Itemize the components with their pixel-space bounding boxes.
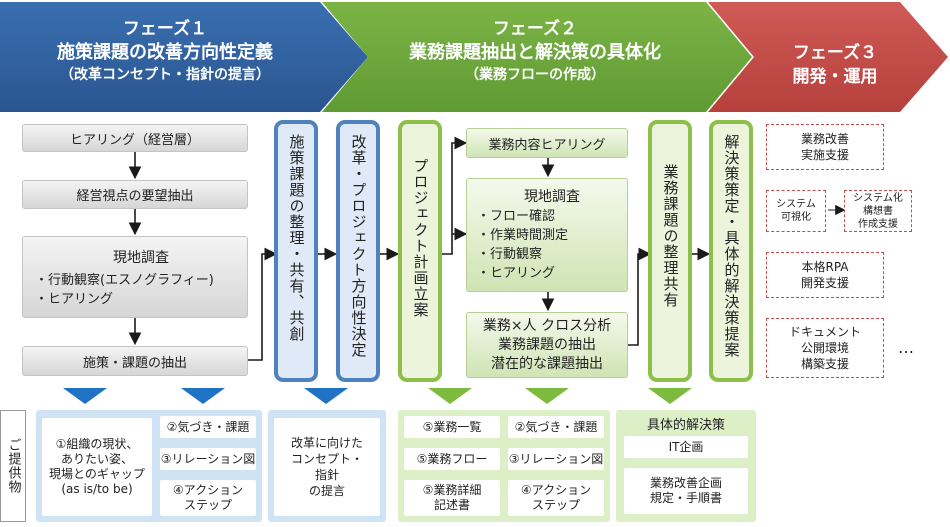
project-plan-bar: プロジェクト計画立案 — [398, 120, 442, 382]
item-line: ありたい姿、 — [60, 452, 133, 466]
system-visualization-box: システム 可視化 — [766, 190, 826, 232]
insight-issue-item: ②気づき・課題 — [508, 416, 604, 438]
action-step-item: ④アクション ステップ — [160, 480, 256, 516]
phase3-heading: フェーズ３ — [792, 43, 878, 63]
box-line: 公開環境 — [800, 341, 849, 355]
business-flow-item: ⑤業務フロー — [404, 448, 500, 470]
site-survey-item: ・ヒアリング — [35, 292, 114, 307]
cross-analysis-line: 潜在的な課題抽出 — [491, 355, 603, 372]
box-line: ドキュメント — [788, 325, 861, 339]
item-line: 規定・手順書 — [649, 491, 722, 505]
more-ellipsis: … — [898, 338, 914, 357]
solution-title: 具体的解決策 — [646, 418, 725, 433]
direction-decision-bar: 改革・プロジェクト方向性決定 — [336, 120, 380, 382]
down-arrow — [428, 388, 472, 404]
measures-sharing-bar: 施策課題の整理・共有、共創 — [274, 120, 318, 382]
cross-analysis-line: 業務×人 クロス分析 — [482, 317, 612, 334]
site-survey-item: ・行動観察 — [477, 246, 543, 262]
box-line: 開発支援 — [800, 276, 849, 290]
down-arrow — [304, 388, 348, 404]
phase2-arrow — [322, 2, 752, 112]
down-arrow — [63, 388, 107, 404]
insight-issue-item: ②気づき・課題 — [160, 416, 256, 438]
cross-analysis-line: 業務課題の抽出 — [498, 336, 596, 353]
box-line: システム化 — [853, 192, 903, 204]
phase3-arrow — [708, 2, 948, 112]
down-arrow — [525, 388, 569, 404]
measures-issues-box: 施策・課題の抽出 — [22, 346, 248, 376]
item-line: ステップ — [183, 498, 232, 512]
box-line: 作成支援 — [858, 218, 898, 230]
cross-analysis-box: 業務×人 クロス分析 業務課題の抽出 潜在的な課題抽出 — [466, 312, 628, 378]
item-line: 業務改善企画 — [649, 476, 722, 490]
system-plan-box: システム化 構想書 作成支援 — [844, 190, 912, 232]
item-line: の提言 — [308, 484, 345, 498]
improvement-planning-item: 業務改善企画 規定・手順書 — [624, 468, 748, 514]
down-arrow — [181, 388, 225, 404]
phase1-subtitle: （改革コンセプト・指針の提言） — [60, 67, 270, 83]
phase1-title: 施策課題の改善方向性定義 — [57, 42, 273, 63]
down-arrow — [648, 388, 692, 404]
box-line: 構築支援 — [800, 357, 849, 371]
site-survey-box-phase2: 現地調査 ・フロー確認 ・作業時間測定 ・行動観察 ・ヒアリング — [466, 178, 628, 292]
relation-diagram-item: ③リレーション図 — [508, 448, 604, 470]
item-line: コンセプト・ — [290, 452, 363, 466]
box-line: 本格RPA — [801, 260, 849, 274]
item-line: (as is/to be) — [61, 482, 133, 496]
item-line: ⑤業務詳細 — [422, 483, 482, 497]
item-line: 記述書 — [433, 498, 470, 512]
site-survey-title: 現地調査 — [524, 188, 580, 205]
solution-proposal-text: 解決策策定・具体的解決策提案 — [722, 134, 741, 358]
project-plan-text: プロジェクト計画立案 — [411, 158, 430, 318]
deliverables-label: ご提供物 — [0, 410, 26, 522]
it-planning-item: IT企画 — [624, 436, 748, 458]
business-hearing-box: 業務内容ヒアリング — [466, 128, 628, 158]
direction-decision-text: 改革・プロジェクト方向性決定 — [349, 134, 368, 358]
site-survey-item: ・作業時間測定 — [477, 227, 569, 243]
issue-sharing-bar: 業務課題の整理共有 — [648, 120, 692, 382]
measures-sharing-text: 施策課題の整理・共有、共創 — [287, 134, 306, 342]
item-line: ①組織の現状、 — [55, 437, 139, 451]
box-line: 構想書 — [863, 205, 893, 217]
box-line: 可視化 — [781, 212, 811, 223]
phase1-heading: フェーズ１ — [122, 19, 208, 39]
phase2-subtitle: （業務フローの作成） — [465, 67, 605, 83]
deliverables-label-text: ご提供物 — [5, 438, 21, 494]
box-line: システム — [776, 199, 816, 210]
item-line: 現場とのギャップ — [49, 467, 145, 481]
item-line: 指針 — [314, 468, 339, 482]
solution-proposal-bar: 解決策策定・具体的解決策提案 — [709, 120, 753, 382]
relation-diagram-item: ③リレーション図 — [160, 448, 256, 470]
issue-sharing-text: 業務課題の整理共有 — [661, 164, 680, 308]
box-line: 業務改善 — [800, 132, 849, 146]
concept-proposal-item: 改革に向けた コンセプト・ 指針 の提言 — [274, 418, 380, 516]
business-list-item: ⑤業務一覧 — [404, 416, 500, 438]
phase1-arrow — [0, 2, 368, 112]
item-line: ステップ — [531, 498, 580, 512]
current-state-item: ①組織の現状、 ありたい姿、 現場とのギャップ (as is/to be) — [42, 418, 152, 516]
site-survey-box-phase1: 現地調査 ・行動観察(エスノグラフィー) ・ヒアリング — [22, 236, 248, 318]
management-needs-box: 経営視点の要望抽出 — [22, 180, 248, 209]
phase2-heading: フェーズ２ — [492, 19, 578, 39]
site-survey-item: ・フロー確認 — [477, 208, 556, 224]
business-detail-item: ⑤業務詳細 記述書 — [404, 480, 500, 516]
item-line: 改革に向けた — [290, 436, 363, 450]
site-survey-title: 現地調査 — [113, 250, 169, 266]
site-survey-item: ・ヒアリング — [477, 265, 556, 281]
site-survey-item: ・行動観察(エスノグラフィー) — [35, 273, 214, 288]
phase3-title: 開発・運用 — [792, 67, 878, 87]
box-line: 実施支援 — [800, 148, 849, 162]
item-line: ④アクション — [520, 483, 592, 497]
action-step-item: ④アクション ステップ — [508, 480, 604, 516]
phase2-title: 業務課題抽出と解決策の具体化 — [409, 42, 661, 63]
item-line: ④アクション — [172, 483, 244, 497]
hearing-management-box: ヒアリング（経営層） — [22, 124, 248, 152]
rpa-support-box: 本格RPA 開発支援 — [766, 252, 884, 298]
document-env-box: ドキュメント 公開環境 構築支援 — [766, 318, 884, 378]
improvement-support-box: 業務改善 実施支援 — [766, 124, 884, 170]
